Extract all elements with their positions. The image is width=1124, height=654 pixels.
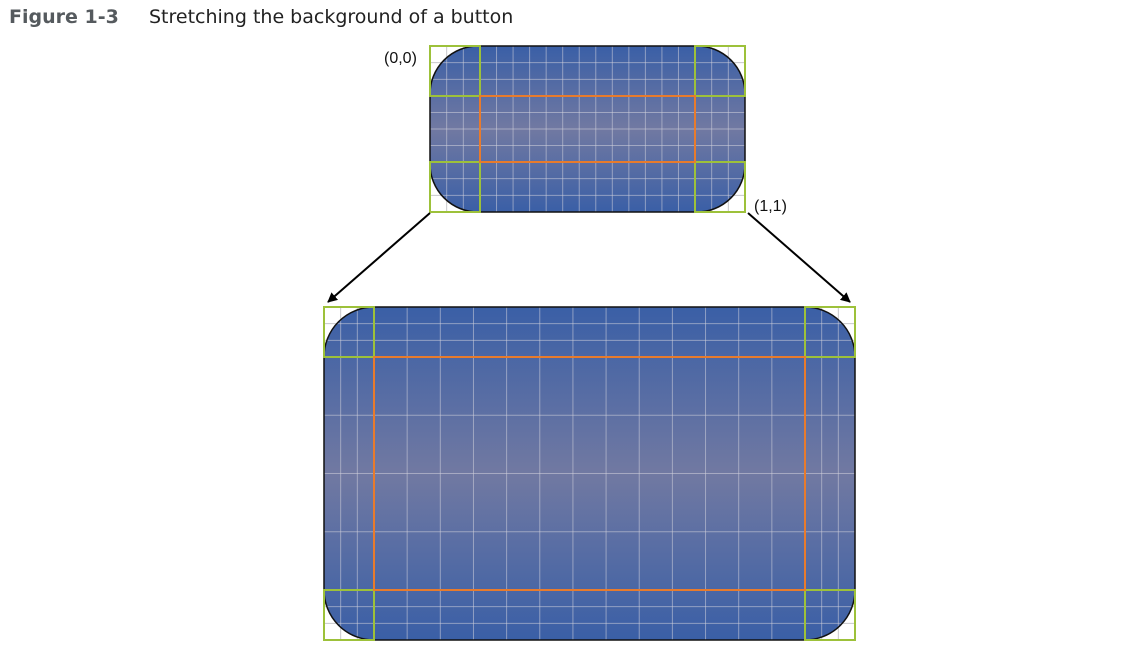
cap-inset-top-left	[323, 306, 375, 358]
left-arrow-icon	[327, 212, 431, 303]
cap-inset-top-left	[429, 45, 481, 97]
extent-label: (1,1)	[754, 198, 787, 215]
cap-inset-bottom-left	[323, 589, 375, 641]
large-button-outline	[323, 306, 856, 641]
small-button	[429, 45, 746, 213]
cap-inset-bottom-left	[429, 161, 481, 213]
cap-inset-bottom-right	[694, 161, 746, 213]
cap-inset-top-right	[804, 306, 856, 358]
cap-inset-top-right	[694, 45, 746, 97]
large-cap-insets	[323, 306, 856, 641]
large-stretch-region	[373, 356, 806, 591]
small-button-outline	[429, 45, 746, 213]
figure-title: Stretching the background of a button	[149, 6, 514, 28]
right-arrow-icon	[747, 212, 851, 303]
small-stretch-region	[479, 95, 696, 163]
figure-caption: Figure 1-3 Stretching the background of …	[9, 2, 513, 32]
origin-label: (0,0)	[384, 50, 417, 67]
large-button	[323, 306, 856, 641]
figure-label: Figure 1-3	[9, 6, 119, 28]
cap-inset-bottom-right	[804, 589, 856, 641]
small-cap-insets	[429, 45, 746, 213]
